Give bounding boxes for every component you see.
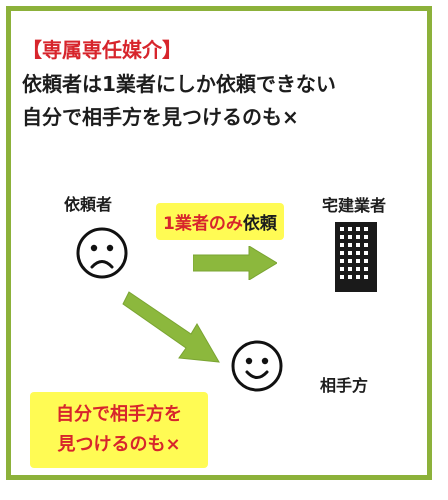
- building-icon: [335, 222, 377, 292]
- agent-label: 宅建業者: [322, 196, 387, 215]
- arrow-right-icon: [193, 246, 277, 280]
- arrow-diagonal-icon: [122, 291, 220, 363]
- only-one-agent-red-text: 1業者のみ: [163, 214, 243, 234]
- description-line-2: 自分で相手方を見つけるのも×: [22, 105, 299, 129]
- only-one-agent-callout: 1業者のみ依頼: [156, 203, 284, 240]
- counterparty-label: 相手方: [320, 376, 369, 395]
- self-find-line-1: 自分で相手方を: [56, 404, 182, 425]
- self-find-callout: 自分で相手方を 見つけるのも×: [30, 392, 208, 468]
- self-find-line-2: 見つけるのも×: [57, 434, 181, 455]
- page-title: 【専属専任媒介】: [22, 38, 182, 62]
- sad-face-icon: [76, 227, 128, 279]
- requester-label: 依頼者: [64, 195, 113, 214]
- description-line-1: 依頼者は1業者にしか依頼できない: [22, 72, 336, 96]
- smiling-face-icon: [231, 340, 283, 392]
- only-one-agent-black-text: 依頼: [242, 214, 277, 234]
